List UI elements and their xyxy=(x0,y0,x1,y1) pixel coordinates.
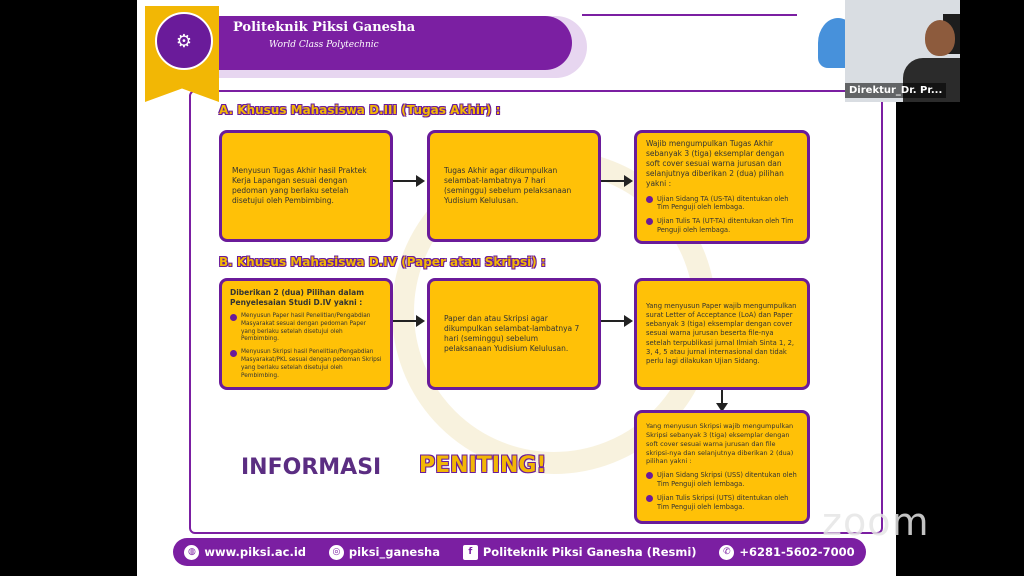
list-item: Ujian Sidang Skripsi (USS) ditentukan ol… xyxy=(646,471,798,489)
section-b-box-3-text: Yang menyusun Paper wajib mengumpulkan s… xyxy=(646,301,797,365)
arrow-b-down xyxy=(716,390,728,412)
section-b-box-1-intro: Diberikan 2 (dua) Pilihan dalam Penyeles… xyxy=(230,287,365,307)
whatsapp-icon: ✆ xyxy=(719,544,735,560)
arrow-a-1 xyxy=(393,175,425,187)
list-item: Ujian Tulis TA (UT-TA) ditentukan oleh T… xyxy=(646,217,798,235)
bullet-icon xyxy=(230,350,237,358)
arrow-a-2 xyxy=(601,175,633,187)
section-a-box-2: Tugas Akhir agar dikumpulkan selambat-la… xyxy=(427,130,601,242)
participant-video-tile[interactable]: Direktur_Dr. Pr... xyxy=(845,0,960,102)
section-a-box-1-text: Menyusun Tugas Akhir hasil Praktek Kerja… xyxy=(232,165,367,206)
header-divider xyxy=(582,14,797,16)
section-b-box-3: Yang menyusun Paper wajib mengumpulkan s… xyxy=(634,278,810,390)
footer-instagram: ◎piksi_ganesha xyxy=(328,544,440,560)
list-item: Ujian Tulis Skripsi (UTS) ditentukan ole… xyxy=(646,494,798,512)
list-item: Menyusun Skripsi hasil Penelitian/Pengab… xyxy=(230,349,382,380)
list-item: Ujian Sidang TA (US-TA) ditentukan oleh … xyxy=(646,195,798,213)
participant-head xyxy=(925,20,955,56)
section-b-box-2-text: Paper dan atau Skripsi agar dikumpulkan … xyxy=(444,313,580,354)
list-item: Menyusun Paper hasil Penelitian/Pengabdi… xyxy=(230,313,382,344)
bullet-icon xyxy=(230,313,237,321)
section-b-title: B. Khusus Mahasiswa D.IV (Paper atau Skr… xyxy=(219,255,546,269)
instagram-icon: ◎ xyxy=(328,544,344,560)
presentation-slide: ⚙ Politeknik Piksi Ganesha World Class P… xyxy=(137,0,896,576)
arrow-b-1 xyxy=(393,315,425,327)
participant-name-label: Direktur_Dr. Pr... xyxy=(845,83,947,98)
section-a-box-3: Wajib mengumpulkan Tugas Akhir sebanyak … xyxy=(634,130,810,244)
zoom-logo: zoom xyxy=(822,500,930,544)
institution-tagline: World Class Polytechnic xyxy=(269,40,379,50)
section-a-box-2-text: Tugas Akhir agar dikumpulkan selambat-la… xyxy=(444,165,572,206)
arrow-b-2 xyxy=(601,315,633,327)
globe-icon: ◍ xyxy=(184,544,200,560)
footer-whatsapp: ✆+6281-5602-7000 xyxy=(719,544,855,560)
section-b-box-2: Paper dan atau Skripsi agar dikumpulkan … xyxy=(427,278,601,390)
bullet-icon xyxy=(646,494,653,502)
bullet-icon xyxy=(646,472,653,480)
section-b-box-1: Diberikan 2 (dua) Pilihan dalam Penyeles… xyxy=(219,278,393,390)
info-word-1: INFORMASI xyxy=(241,455,382,480)
facebook-icon: f xyxy=(462,544,478,560)
bullet-icon xyxy=(646,218,653,226)
section-a-title: A. Khusus Mahasiswa D.III (Tugas Akhir) … xyxy=(219,103,501,117)
section-a-box-1: Menyusun Tugas Akhir hasil Praktek Kerja… xyxy=(219,130,393,242)
section-b-box-4-intro: Yang menyusun Skripsi wajib mengumpulkan… xyxy=(646,422,794,466)
info-word-2: PENITING! xyxy=(419,453,547,478)
content-frame xyxy=(189,90,883,534)
footer-website: ◍www.piksi.ac.id xyxy=(184,544,306,560)
section-a-box-3-intro: Wajib mengumpulkan Tugas Akhir sebanyak … xyxy=(646,138,785,189)
institution-name: Politeknik Piksi Ganesha xyxy=(233,20,416,35)
section-b-box-4: Yang menyusun Skripsi wajib mengumpulkan… xyxy=(634,410,810,524)
header-band xyxy=(197,16,572,70)
logo-ribbon: ⚙ xyxy=(145,6,219,102)
bullet-icon xyxy=(646,195,653,203)
piksi-logo-icon: ⚙ xyxy=(155,12,213,70)
